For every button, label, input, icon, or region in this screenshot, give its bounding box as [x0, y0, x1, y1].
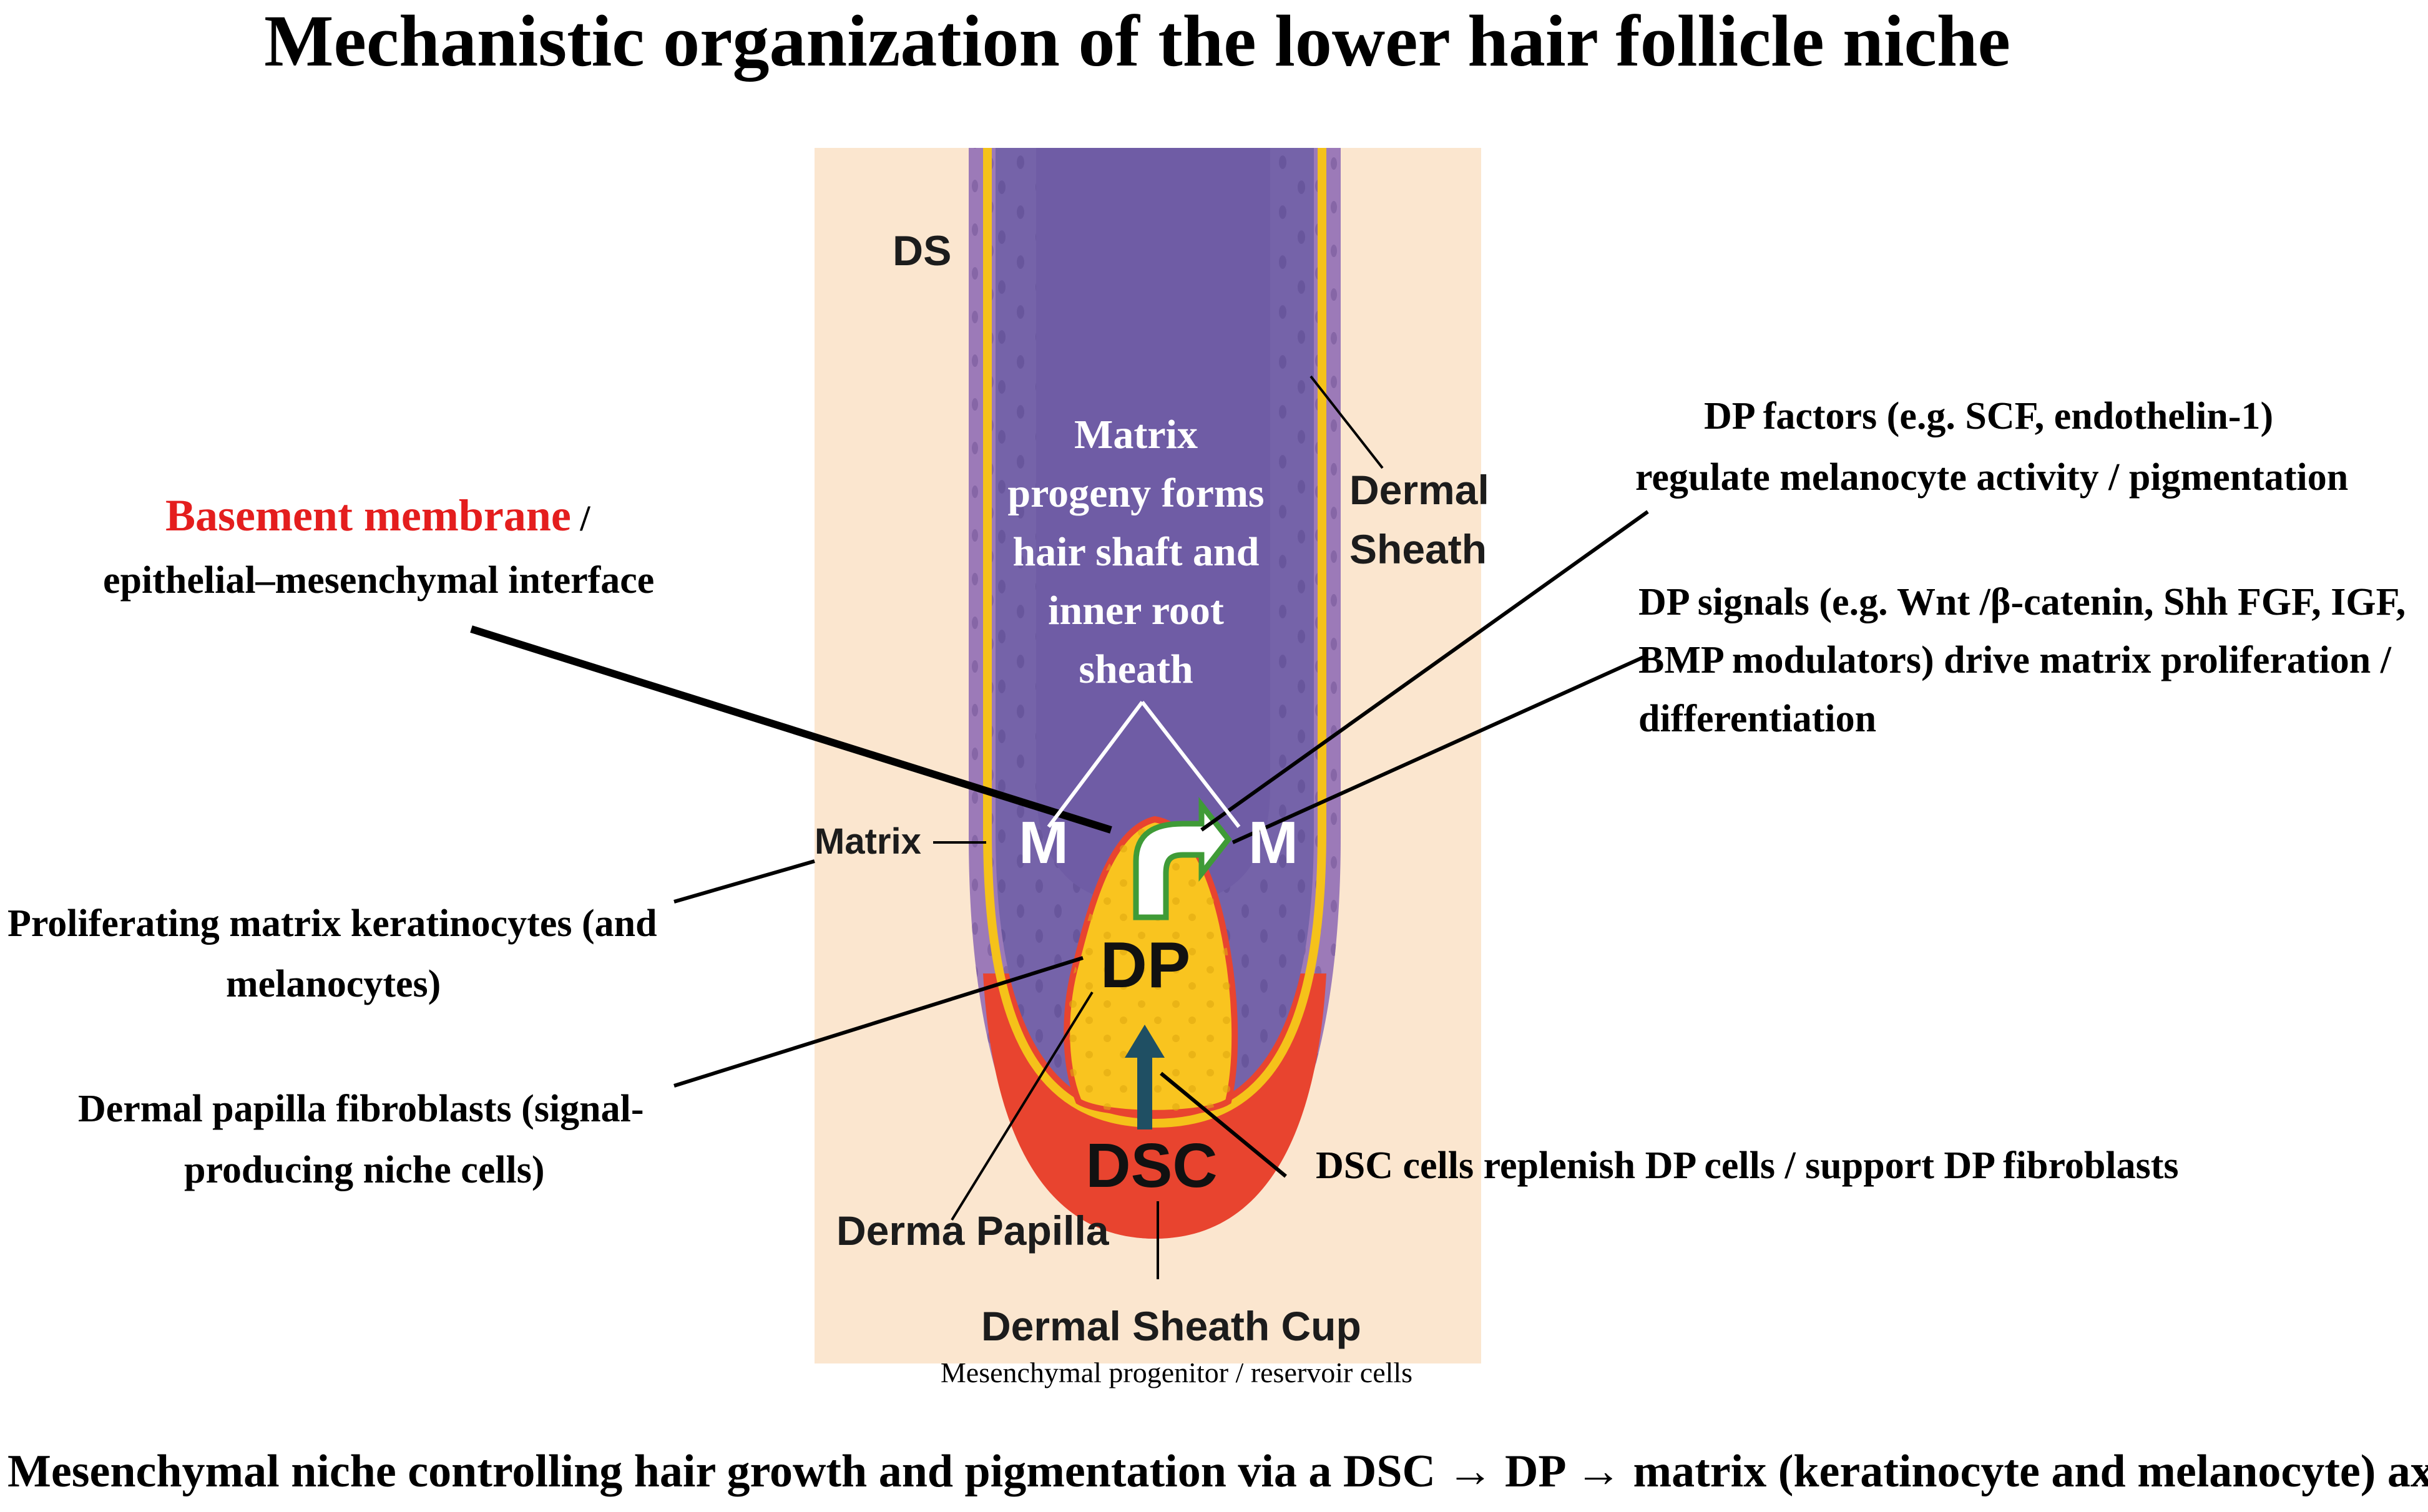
callout-dp-fibroblasts-line2: producing niche cells) [184, 1149, 545, 1191]
basement-membrane-sep: / [571, 498, 591, 539]
callout-dp-factors-line2: regulate melanocyte activity / pigmentat… [1635, 456, 2348, 499]
label-m-left: M [1019, 809, 1069, 876]
callout-dp-factors-line1: DP factors (e.g. SCF, endothelin-1) [1704, 395, 2273, 437]
label-dermal-sheath-cup: Dermal Sheath Cup [981, 1303, 1361, 1349]
svg-text:progeny forms: progeny forms [1007, 471, 1264, 516]
label-dp: DP [1100, 929, 1190, 1002]
label-dsc: DSC [1085, 1131, 1217, 1201]
callout-basement-membrane: Basement membrane / [165, 490, 590, 540]
dermal-papilla-texture [1067, 819, 1235, 1113]
footer-caption: Mesenchymal niche controlling hair growt… [7, 1446, 2428, 1497]
label-ds: DS [893, 227, 951, 275]
label-dermal-sheath-line1: Dermal [1349, 467, 1489, 513]
callout-dsc-cells: DSC cells replenish DP cells / support D… [1316, 1144, 2179, 1187]
callout-proliferating-line2: melanocytes) [226, 963, 441, 1005]
matrix-progeny-text: Matrix progeny forms hair shaft and inne… [1007, 412, 1264, 692]
dp-to-matrix-arrow [1133, 796, 1232, 920]
label-dermal-sheath-cup-sub: Mesenchymal progenitor / reservoir cells [941, 1357, 1412, 1388]
matrix-progeny-pointer [1047, 701, 1241, 828]
label-m-right: M [1248, 809, 1298, 876]
hair-shaft-region [1036, 148, 1270, 899]
label-dermal-sheath-line2: Sheath [1349, 526, 1487, 572]
callout-dp-signals-line2: BMP modulators) drive matrix proliferati… [1638, 639, 2392, 681]
dsc-to-dp-arrow [1125, 1025, 1165, 1129]
svg-text:hair shaft and: hair shaft and [1013, 529, 1260, 575]
callout-dp-signals-line3: differentiation [1638, 698, 1876, 740]
label-matrix: Matrix [815, 821, 921, 862]
basement-membrane-outline [983, 148, 1326, 1128]
svg-text:sheath: sheath [1079, 646, 1193, 692]
callout-basement-membrane-line2: epithelial–mesenchymal interface [103, 559, 654, 602]
callout-dp-fibroblasts-line1: Dermal papilla fibroblasts (signal- [78, 1088, 644, 1130]
basement-membrane-highlight: Basement membrane [165, 490, 571, 540]
svg-text:inner root: inner root [1048, 588, 1224, 633]
callout-dp-signals-line1: DP signals (e.g. Wnt /β-catenin, Shh FGF… [1638, 581, 2406, 623]
callout-proliferating-line1: Proliferating matrix keratinocytes (and [7, 902, 657, 945]
svg-text:Matrix: Matrix [1074, 412, 1198, 457]
page-title: Mechanistic organization of the lower ha… [264, 0, 2010, 82]
label-derma-papilla: Derma Papilla [836, 1207, 1110, 1254]
leader-lines [470, 375, 1649, 1279]
